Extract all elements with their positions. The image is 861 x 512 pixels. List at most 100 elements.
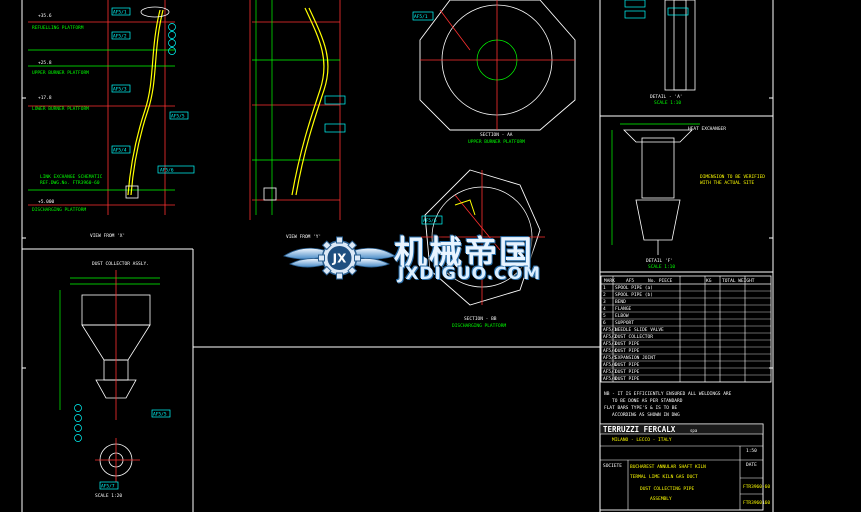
watermark-chinese: 机械帝国 bbox=[394, 233, 534, 272]
elev-label-2: +25.8 bbox=[38, 60, 52, 66]
note-line-3: FLAT BARS TYPE'S & IS TO BE bbox=[604, 405, 677, 411]
bom-row-mark: AF5/6 bbox=[603, 362, 617, 368]
bom-row-mark: 3 bbox=[603, 299, 606, 305]
detail-a-title: DETAIL - 'A' bbox=[650, 94, 683, 100]
tag-af5-1: AF5/1 bbox=[113, 10, 127, 16]
detail-a: DETAIL - 'A' SCALE 1:10 bbox=[624, 0, 696, 106]
bom-header-af5: AF5 bbox=[626, 278, 634, 284]
refuelling-platform-label: REFUELLING PLATFORM bbox=[32, 25, 84, 31]
bom-row-description: NEEDLE SLIDE VALVE bbox=[615, 327, 664, 333]
tag-af5-4: AF5/4 bbox=[113, 148, 127, 154]
tag-af5-dc2: AF5/7 bbox=[101, 484, 115, 490]
bom-row-description: BEND bbox=[615, 299, 626, 305]
detail-f: HEAT EXCHANGER DIMENSION TO BE VERIFIED … bbox=[611, 123, 765, 270]
view-from-x: AF5/1 AF5/2 AF5/3 AF5/4 AF5/5 AF5/6 +35.… bbox=[28, 0, 195, 239]
view-y-title: VIEW FROM 'Y' bbox=[286, 234, 321, 240]
company-location: MILANO - LECCO - ITALY bbox=[612, 437, 672, 443]
project-line-2: TERMAL LIME KILN GAS DUCT bbox=[630, 474, 698, 480]
elev-label-4: +5.000 bbox=[38, 199, 55, 205]
section-aa-subtitle: UPPER BURNER PLATFORM bbox=[468, 139, 525, 145]
view-from-y: VIEW FROM 'Y' bbox=[249, 0, 346, 240]
bom-row-mark: 1 bbox=[603, 285, 606, 291]
bom-row-mark: AF5/2 bbox=[603, 334, 617, 340]
tag-af5-2: AF5/2 bbox=[113, 34, 127, 40]
title-block: TERRUZZI FERCALX spa MILANO - LECCO - IT… bbox=[599, 423, 770, 511]
bom-row-mark: AF5/1 bbox=[603, 327, 617, 333]
dwg-number: FTR3960-60 bbox=[743, 484, 770, 490]
dust-collector-view: DUST COLLECTOR ASSLY. AF5/5 AF5/7 SCALE … bbox=[59, 261, 171, 499]
rev-label: DATE bbox=[746, 462, 757, 468]
bom-row-description: ELBOW bbox=[615, 313, 629, 319]
section-bb-subtitle: DISCHARGING PLATFORM bbox=[452, 323, 506, 329]
detail-a-scale: SCALE 1:10 bbox=[654, 100, 681, 106]
lower-burner-platform-label: LOWER BURNER PLATFORM bbox=[32, 106, 89, 112]
bom-row-mark: AF5/4 bbox=[603, 348, 617, 354]
bom-row-mark: AF5/7 bbox=[603, 369, 617, 375]
dwg-number-repeat: FTR3960-60 bbox=[743, 500, 770, 506]
bom-row-description: DUST PIPE bbox=[615, 362, 640, 368]
notes-block: NB - IT IS EFFICIENTLY ENSURED ALL WELDI… bbox=[604, 391, 732, 418]
link-note-2: REF.DWG.No. FTR3960-60 bbox=[40, 180, 100, 186]
detail-f-note2: WITH THE ACTUAL SITE bbox=[700, 180, 754, 186]
tag-af5-5: AF5/5 bbox=[171, 114, 185, 120]
project-line-1: BUCHAREST ANNULAR SHAFT KILN bbox=[630, 464, 706, 470]
tag-af5-3: AF5/3 bbox=[113, 87, 127, 93]
bom-row-description: DUST PIPE bbox=[615, 376, 640, 382]
tag-af5-aa: AF5/1 bbox=[414, 14, 428, 20]
project-line-4: ASSEMBLY bbox=[650, 496, 672, 502]
bom-row-description: EXPANSION JOINT bbox=[615, 355, 656, 361]
dust-collector-title: DUST COLLECTOR ASSLY. bbox=[92, 261, 149, 267]
company-name: TERRUZZI FERCALX bbox=[603, 425, 676, 434]
bom-row-description: FLANGE bbox=[615, 306, 632, 312]
note-line-4: ACCORDING AS SHOWN IN DWG bbox=[612, 412, 680, 418]
scale-value: 1:50 bbox=[746, 448, 757, 454]
section-bb-title: SECTION - BB bbox=[464, 316, 497, 322]
note-line-2: TO BE DONE AS PER STANDARD bbox=[612, 398, 683, 404]
bom-row-mark: 2 bbox=[603, 292, 606, 298]
bom-header-total: TOTAL WEIGHT bbox=[722, 278, 755, 284]
section-aa-title: SECTION - AA bbox=[480, 132, 513, 138]
bom-header-pieces: No. PIECE bbox=[648, 278, 673, 284]
detail-f-scale: SCALE 1:10 bbox=[648, 264, 675, 270]
link-note-1: LINK EXCHANGE SCHEMATIC bbox=[40, 174, 103, 180]
tag-af5-6: AF5/6 bbox=[160, 168, 174, 174]
bom-row-mark: 5 bbox=[603, 313, 606, 319]
bom-row-mark: 4 bbox=[603, 306, 606, 312]
tag-af5-bb: AF5/6 bbox=[423, 218, 437, 224]
section-aa: AF5/1 SECTION - AA UPPER BURNER PLATFORM bbox=[412, 0, 576, 145]
bom-row-mark: AF5/3 bbox=[603, 341, 617, 347]
bom-row-mark: AF5/8 bbox=[603, 376, 617, 382]
detail-f-title: DETAIL 'F' bbox=[646, 258, 673, 264]
bom-row-description: DUST PIPE bbox=[615, 348, 640, 354]
note-line-1: NB - IT IS EFFICIENTLY ENSURED ALL WELDI… bbox=[604, 391, 732, 397]
emblem-text: JX bbox=[332, 252, 347, 266]
company-suffix: spa bbox=[690, 428, 698, 433]
discharging-platform-label: DISCHARGING PLATFORM bbox=[32, 207, 86, 213]
dust-collector-scale: SCALE 1:20 bbox=[95, 493, 122, 499]
gear-wings-icon: JX bbox=[283, 236, 396, 280]
elev-label-3: +17.8 bbox=[38, 95, 52, 101]
detail-f-note: DIMENSION TO BE VERIFIED bbox=[700, 174, 765, 180]
client-label: SOCIETE bbox=[603, 463, 622, 469]
view-x-title: VIEW FROM 'X' bbox=[90, 233, 125, 239]
sheet-number: 1 bbox=[762, 500, 765, 506]
jxdiguo-watermark: JX 机械帝国 JXDIGUO.COM bbox=[282, 222, 582, 292]
heat-exchanger-label: HEAT EXCHANGER bbox=[688, 126, 726, 132]
section-bb: AF5/6 SECTION - BB DISCHARGING PLATFORM bbox=[420, 169, 545, 329]
bom-row-description: DUST PIPE bbox=[615, 341, 640, 347]
bom-row-description: SUPPORT bbox=[615, 320, 634, 326]
watermark-english: JXDIGUO.COM bbox=[398, 264, 542, 284]
elev-label-1: +35.6 bbox=[38, 13, 52, 19]
bom-row-description: DUST COLLECTOR bbox=[615, 334, 653, 340]
bom-row-description: SPOOL PIPE (a) bbox=[615, 285, 653, 291]
bom-row-description: DUST PIPE bbox=[615, 369, 640, 375]
upper-burner-platform-label: UPPER BURNER PLATFORM bbox=[32, 70, 89, 76]
bom-header-mark: MARK bbox=[604, 278, 615, 284]
bom-row-mark: AF5/5 bbox=[603, 355, 617, 361]
bom-row-description: SPOOL PIPE (b) bbox=[615, 292, 653, 298]
bom-row-mark: 6 bbox=[603, 320, 606, 326]
